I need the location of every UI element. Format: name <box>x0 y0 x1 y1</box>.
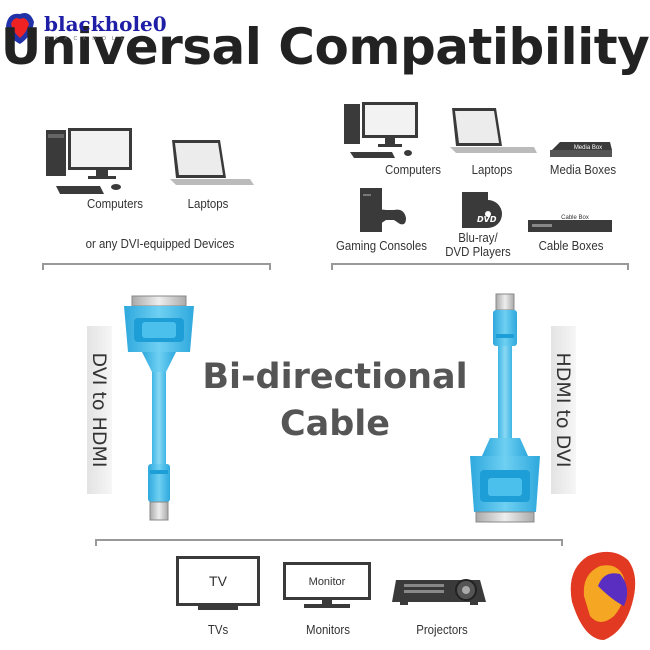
laptop-icon <box>450 108 537 153</box>
svg-text:DVD: DVD <box>477 215 497 224</box>
watermark-logo-icon <box>6 13 34 44</box>
left-group-bracket <box>42 263 271 270</box>
desktop-computer-icon <box>46 128 132 194</box>
center-line-2: Cable <box>279 404 391 444</box>
gaming-console-icon <box>360 188 406 232</box>
label-media-boxes: Media Boxes <box>549 162 617 177</box>
hdmi-to-dvi-cable <box>470 293 540 523</box>
cable-box-screen-text: Cable Box <box>561 215 589 221</box>
label-cable-boxes: Cable Boxes <box>538 238 604 253</box>
label-dvi-devices-caption: or any DVI-equipped Devices <box>85 236 235 251</box>
center-line-1: Bi-directional <box>202 357 468 397</box>
side-label-dvi-to-hdmi: DVI to HDMI <box>88 352 110 468</box>
media-box-icon: Media Box <box>550 142 612 157</box>
monitor-icon: Monitor <box>283 562 371 608</box>
left-side-label-bar <box>87 326 112 494</box>
bi-directional-cable-heading: Bi-directional Cable <box>200 354 470 448</box>
side-label-hdmi-to-dvi: HDMI to DVI <box>552 352 574 468</box>
label-blu-ray: Blu-ray/ <box>458 230 498 245</box>
label-monitors: Monitors <box>306 622 350 637</box>
tv-screen-text: TV <box>209 573 228 589</box>
label-laptops-right: Laptops <box>471 162 513 177</box>
label-dvd-players: DVD Players <box>445 244 511 259</box>
right-side-label-bar <box>551 326 576 494</box>
dvd-player-icon: DVD <box>462 192 502 228</box>
dvi-to-hdmi-cable <box>124 295 194 521</box>
laptop-icon <box>170 140 254 185</box>
desktop-computer-icon <box>344 102 418 158</box>
page-title: Universal Compatibility <box>0 18 650 76</box>
label-tvs: TVs <box>207 622 229 637</box>
label-computers-left: Computers <box>87 196 143 211</box>
watermark-mascot-icon <box>570 551 636 640</box>
label-computers-right: Computers <box>385 162 441 177</box>
watermark-tagline: BLACKHOLE <box>46 36 131 42</box>
cable-box-icon: Cable Box <box>528 215 612 232</box>
monitor-screen-text: Monitor <box>309 576 346 588</box>
bottom-group-bracket <box>95 539 563 546</box>
tv-icon: TV <box>176 556 260 610</box>
media-box-screen-text: Media Box <box>574 145 602 151</box>
label-gaming-consoles: Gaming Consoles <box>336 238 427 253</box>
label-laptops-left: Laptops <box>187 196 229 211</box>
label-projectors: Projectors <box>416 622 468 637</box>
projector-icon <box>392 579 486 605</box>
right-group-bracket <box>331 263 629 270</box>
watermark-text: blackhole0 <box>44 12 167 36</box>
